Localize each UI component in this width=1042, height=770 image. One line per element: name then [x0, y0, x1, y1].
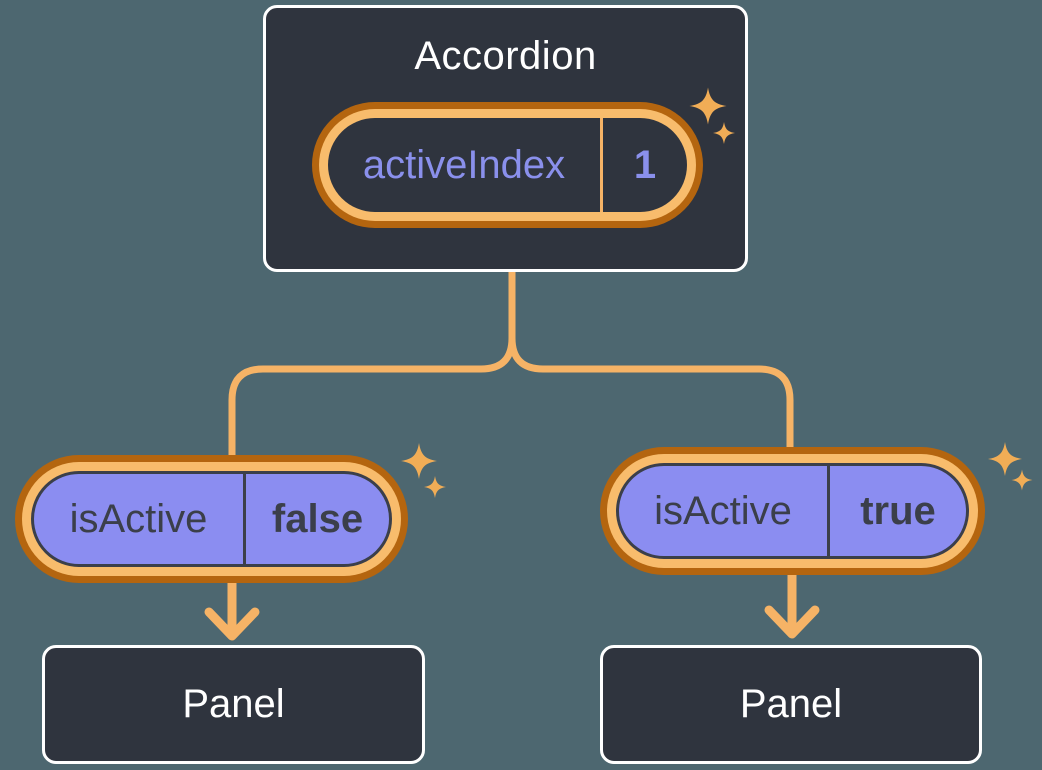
panel-title: Panel: [739, 682, 843, 726]
state-pill-active-index: activeIndex 1: [312, 102, 703, 228]
state-pill-ring: activeIndex 1: [319, 109, 696, 221]
state-pill-label: activeIndex: [362, 142, 566, 187]
pill-divider: [827, 466, 830, 556]
sparkle-icon: [401, 443, 437, 479]
prop-pill-value: false: [271, 496, 364, 541]
accordion-title: Accordion: [414, 34, 597, 78]
panel-title: Panel: [182, 682, 285, 726]
pill-divider: [243, 474, 246, 564]
arrow-left-pill-to-panel: [204, 575, 260, 641]
connector-accordion-to-right: [508, 271, 794, 450]
panel-node-right: Panel: [600, 645, 982, 764]
sparkle-icon: [424, 476, 446, 498]
panel-node-left: Panel: [42, 645, 425, 764]
prop-pill-right-is-active: isActive true: [600, 447, 985, 575]
sparkle-icon: [1011, 469, 1033, 491]
prop-pill-ring: isActive false: [22, 462, 401, 576]
pill-divider: [600, 118, 603, 212]
state-pill-value: 1: [633, 142, 657, 187]
arrow-right-pill-to-panel: [764, 567, 820, 639]
prop-pill-value: true: [860, 488, 936, 533]
prop-pill-ring: isActive true: [607, 454, 978, 568]
sparkle-icon: [988, 442, 1022, 476]
connector-accordion-to-left: [228, 271, 516, 458]
prop-pill-left-is-active: isActive false: [15, 455, 408, 583]
prop-pill-label: isActive: [654, 488, 792, 533]
prop-pill-label: isActive: [69, 496, 208, 541]
